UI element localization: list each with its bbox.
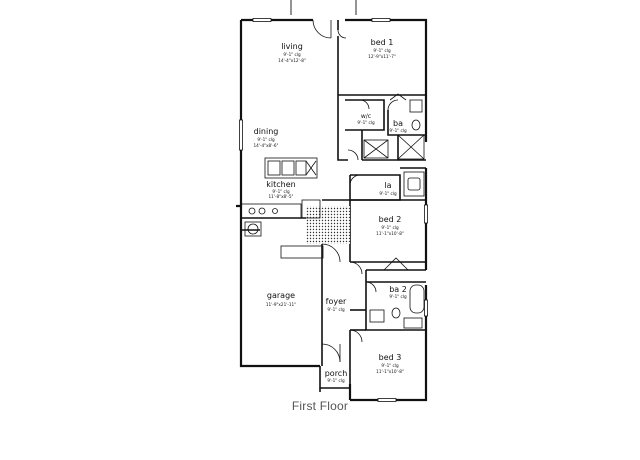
- living-dim1: 9'-1" clg: [283, 52, 301, 57]
- living-name: living: [281, 42, 303, 51]
- ba2-name: ba 2: [389, 285, 407, 294]
- ba1-dim1: 9'-1" clg: [389, 128, 407, 133]
- windows: [239, 18, 428, 402]
- garage-name: garage: [267, 291, 295, 300]
- hatched-floor: [322, 206, 350, 244]
- bed1-dim1: 9'-1" clg: [373, 48, 391, 53]
- la-dim1: 9'-1" clg: [379, 191, 397, 196]
- bed2-dim2: 11'-1"x10'-8": [376, 231, 404, 236]
- bed2-dim1: 9'-1" clg: [381, 225, 399, 230]
- ba1-name: ba: [393, 119, 403, 128]
- dining-name: dining: [254, 127, 279, 136]
- kitchen-dim1: 9'-1" clg: [272, 189, 290, 194]
- living-dim2: 14'-4"x12'-8": [278, 58, 306, 63]
- bed1-name: bed 1: [371, 38, 394, 47]
- door-swings: [312, 19, 409, 363]
- porch-dim1: 9'-1" clg: [327, 378, 345, 383]
- la-name: la: [384, 181, 391, 190]
- wic-dim1: 9'-1" clg: [357, 120, 375, 125]
- bed3-name: bed 3: [379, 353, 402, 362]
- wic-name: w/c: [361, 113, 371, 120]
- porch-name: porch: [325, 369, 348, 378]
- garage-dim1: 11'-9"x21'-11": [266, 302, 296, 307]
- bed3-dim1: 9'-1" clg: [381, 363, 399, 368]
- hatched-floor-b: [306, 206, 322, 244]
- floor-caption: First Floor: [291, 399, 349, 413]
- foyer-name: foyer: [326, 297, 347, 306]
- dining-dim1: 9'-1" clg: [257, 137, 275, 142]
- fixtures: [363, 99, 425, 329]
- foyer-dim1: 9'-1" clg: [327, 307, 345, 312]
- bed3-dim2: 11'-1"x10'-8": [376, 369, 404, 374]
- bed2-name: bed 2: [379, 215, 402, 224]
- kitchen-fixtures: [240, 157, 324, 259]
- kitchen-name: kitchen: [266, 180, 295, 189]
- bed1-dim2: 12'-9"x11'-7": [368, 54, 396, 59]
- ba2-dim1: 9'-1" clg: [389, 294, 407, 299]
- kitchen-dim2: 11'-8"x8'-5": [269, 194, 294, 199]
- exterior-lines: [290, 0, 357, 15]
- room-labels: living 9'-1" clg 14'-4"x12'-8" bed 1 9'-…: [254, 38, 408, 383]
- interior-walls: [241, 20, 426, 392]
- dining-dim2: 14'-4"x8'-6": [254, 143, 279, 148]
